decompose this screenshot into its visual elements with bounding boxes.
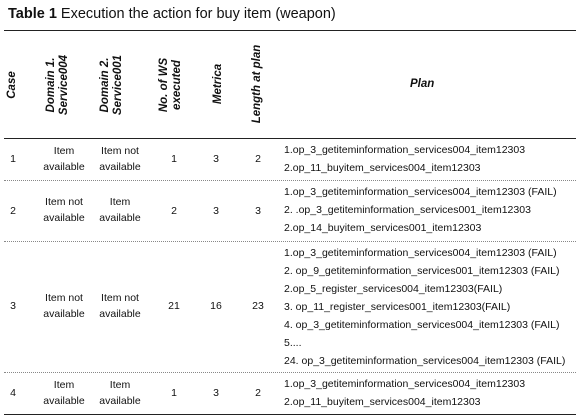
header-domain1-line2: Service004 <box>58 54 70 116</box>
plan-step: 5.... <box>284 337 302 349</box>
header-domain2-line1: Domain 2. <box>99 57 111 113</box>
top-rule <box>4 30 576 31</box>
header-length: Length at plan <box>251 39 267 129</box>
row1-length: 2 <box>255 153 261 165</box>
row2-domain2: Item available <box>86 194 154 226</box>
header-case: Case <box>6 60 22 110</box>
header-length-text: Length at plan <box>251 44 263 124</box>
row1-plan: 1.op_3_getiteminformation_services004_it… <box>284 141 525 177</box>
plan-step: 2.op_14_buyitem_services001_item12303 <box>284 222 482 234</box>
row3-domain2-line2: available <box>99 308 141 320</box>
row3-domain2: Item not available <box>86 290 154 322</box>
row2-metrica: 3 <box>213 205 219 217</box>
row2-domain1: Item not available <box>30 194 98 226</box>
row2-domain2-line2: available <box>99 212 141 224</box>
header-domain1: Domain 1. Service004 <box>45 43 73 127</box>
row4-domain1-line2: available <box>43 395 85 407</box>
row3-case: 3 <box>10 300 16 312</box>
row1-domain1-line2: available <box>43 161 85 173</box>
row1-domain1-line1: Item <box>53 145 75 157</box>
row2-case: 2 <box>10 205 16 217</box>
header-ws-line2: executed <box>171 60 183 110</box>
row4-domain1-line1: Item <box>53 379 75 391</box>
row4-plan: 1.op_3_getiteminformation_services004_it… <box>284 375 525 411</box>
row4-domain1: Item available <box>30 377 98 409</box>
row3-domain1-line2: available <box>43 308 85 320</box>
row3-metrica: 16 <box>210 300 222 312</box>
row1-domain1: Item available <box>30 143 98 175</box>
row4-metrica: 3 <box>213 387 219 399</box>
row4-domain2-line1: Item <box>109 379 131 391</box>
row4-ws: 1 <box>171 387 177 399</box>
row4-length: 2 <box>255 387 261 399</box>
header-domain2-line2: Service001 <box>112 54 124 116</box>
row3-domain1-line1: Item not <box>45 292 83 304</box>
row1-ws: 1 <box>171 153 177 165</box>
bottom-rule <box>4 414 576 415</box>
plan-step: 2.op_11_buyitem_services004_item12303 <box>284 162 481 174</box>
plan-step: 2.op_5_register_services004_item12303(FA… <box>284 283 503 295</box>
row4-domain2-line2: available <box>99 395 141 407</box>
header-ws-executed: No. of WS executed <box>158 43 186 127</box>
row3-domain1: Item not available <box>30 290 98 322</box>
header-plan: Plan <box>410 78 435 90</box>
plan-step: 1.op_3_getiteminformation_services004_it… <box>284 247 557 259</box>
row4-case: 4 <box>10 387 16 399</box>
plan-step: 2. op_9_getiteminformation_services001_i… <box>284 265 560 277</box>
plan-step: 1.op_3_getiteminformation_services004_it… <box>284 144 526 156</box>
row2-ws: 2 <box>171 205 177 217</box>
row-separator <box>4 180 576 181</box>
row1-metrica: 3 <box>213 153 219 165</box>
caption-text: Execution the action for buy item (weapo… <box>60 6 336 22</box>
row3-ws: 21 <box>168 300 180 312</box>
row2-plan: 1.op_3_getiteminformation_services004_it… <box>284 183 557 237</box>
row-separator <box>4 372 576 373</box>
header-domain1-line1: Domain 1. <box>45 57 57 113</box>
plan-step: 4. op_3_getiteminformation_services004_i… <box>284 319 560 331</box>
caption-label: Table 1 <box>8 6 57 22</box>
header-ws-line1: No. of WS <box>158 57 170 113</box>
header-case-text: Case <box>6 71 18 99</box>
row1-case: 1 <box>10 153 16 165</box>
row2-domain1-line1: Item not <box>45 196 83 208</box>
row-separator <box>4 241 576 242</box>
row2-domain2-line1: Item <box>109 196 131 208</box>
row4-domain2: Item available <box>86 377 154 409</box>
row1-domain2-line2: available <box>99 161 141 173</box>
row2-length: 3 <box>255 205 261 217</box>
row2-domain1-line2: available <box>43 212 85 224</box>
plan-step: 24. op_3_getiteminformation_services004_… <box>284 355 566 367</box>
row1-domain2-line1: Item not <box>101 145 139 157</box>
plan-step: 1.op_3_getiteminformation_services004_it… <box>284 186 557 198</box>
row1-domain2: Item not available <box>86 143 154 175</box>
header-rule <box>4 138 576 139</box>
header-metrica: Metrica <box>212 54 228 114</box>
plan-step: 1.op_3_getiteminformation_services004_it… <box>284 378 526 390</box>
header-domain2: Domain 2. Service001 <box>99 43 127 127</box>
plan-step: 2.op_11_buyitem_services004_item12303 <box>284 396 481 408</box>
plan-step: 3. op_11_register_services001_item12303(… <box>284 301 511 313</box>
row3-domain2-line1: Item not <box>101 292 139 304</box>
plan-step: 2. .op_3_getiteminformation_services001_… <box>284 204 531 216</box>
table-caption: Table 1 Execution the action for buy ite… <box>8 6 336 22</box>
row3-plan: 1.op_3_getiteminformation_services004_it… <box>284 244 565 370</box>
row3-length: 23 <box>252 300 264 312</box>
header-metrica-text: Metrica <box>212 63 224 105</box>
